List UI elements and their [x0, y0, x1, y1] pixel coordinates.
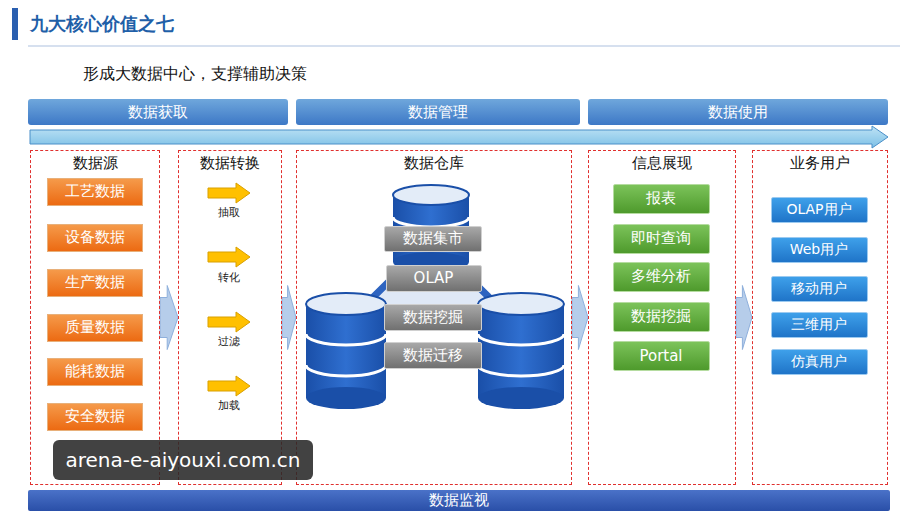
page-title: 九大核心价值之七 — [30, 12, 174, 36]
box-label: 数据挖掘 — [631, 307, 691, 326]
flow-arrow — [160, 286, 178, 350]
user-box: 仿真用户 — [771, 349, 868, 375]
region-heading: 数据源 — [73, 154, 118, 173]
process-arrow — [30, 126, 888, 148]
flow-arrow — [282, 286, 296, 350]
region-heading: 信息展现 — [632, 154, 692, 173]
box-label: OLAP — [414, 269, 454, 287]
user-box: 三维用户 — [771, 312, 868, 338]
yellow-arrow — [208, 312, 250, 332]
box-label: 质量数据 — [65, 318, 125, 337]
source-box: 质量数据 — [47, 314, 143, 342]
box-label: 数据挖掘 — [403, 308, 463, 327]
group-region: 信息展现报表即时查询多维分析数据挖掘 Portal — [588, 150, 736, 485]
box-label: 多维分析 — [631, 267, 691, 286]
user-box: Web用户 — [771, 237, 868, 263]
source-box: 生产数据 — [47, 269, 143, 297]
stage-band: 数据使用 — [588, 99, 888, 125]
box-label: 设备数据 — [65, 228, 125, 247]
title-bar — [12, 8, 18, 40]
source-box: 能耗数据 — [47, 358, 143, 386]
display-box: Portal — [613, 341, 710, 371]
yellow-arrow — [208, 376, 250, 396]
user-box: 移动用户 — [771, 276, 868, 302]
region-heading: 数据仓库 — [404, 154, 464, 173]
flow-arrow — [572, 286, 588, 350]
warehouse-box: 数据迁移 — [384, 342, 482, 369]
box-label: 安全数据 — [65, 407, 125, 426]
display-box: 报表 — [613, 184, 710, 214]
box-label: 生产数据 — [65, 273, 125, 292]
box-label: 数据使用 — [708, 103, 768, 122]
source-box: 安全数据 — [47, 403, 143, 431]
display-box: 多维分析 — [613, 262, 710, 292]
box-label: OLAP用户 — [786, 201, 851, 219]
box-label: 数据监视 — [429, 491, 489, 510]
region-heading: 数据转换 — [200, 154, 260, 173]
warehouse-box: 数据集市 — [384, 226, 482, 252]
watermark: arena-e-aiyouxi.com.cn — [53, 440, 312, 480]
monitor-band: 数据监视 — [28, 490, 890, 511]
database-cylinder — [478, 293, 564, 409]
display-box: 即时查询 — [613, 224, 710, 254]
step-label: 加载 — [218, 398, 240, 413]
yellow-arrow — [208, 247, 250, 267]
group-region: 业务用户 OLAP用户 Web用户移动用户三维用户仿真用户 — [752, 150, 888, 485]
box-label: Web用户 — [790, 241, 849, 259]
box-label: Portal — [639, 347, 682, 365]
box-label: 移动用户 — [791, 280, 847, 298]
yellow-arrow — [208, 183, 250, 203]
source-box: 工艺数据 — [47, 178, 143, 206]
box-label: 仿真用户 — [791, 353, 847, 371]
box-label: 数据迁移 — [403, 346, 463, 365]
subtitle: 形成大数据中心，支撑辅助决策 — [83, 64, 307, 85]
box-label: 能耗数据 — [65, 362, 125, 381]
box-label: 数据集市 — [403, 229, 463, 248]
display-box: 数据挖掘 — [613, 302, 710, 332]
stage-band: 数据管理 — [296, 99, 580, 125]
group-region: 数据转换 — [178, 150, 282, 485]
warehouse-box: OLAP — [386, 265, 482, 292]
stage-band: 数据获取 — [28, 99, 288, 125]
warehouse-box: 数据挖掘 — [384, 304, 482, 331]
title-rule — [28, 45, 900, 47]
region-heading: 业务用户 — [790, 154, 850, 173]
box-label: 即时查询 — [631, 229, 691, 248]
source-box: 设备数据 — [47, 224, 143, 252]
box-label: 三维用户 — [791, 316, 847, 334]
group-region: 数据仓库数据集市 OLAP 数据挖掘数据迁移 — [296, 150, 572, 485]
database-cylinder — [306, 293, 386, 409]
user-box: OLAP用户 — [771, 197, 868, 223]
step-label: 抽取 — [218, 205, 240, 220]
box-label: 工艺数据 — [65, 182, 125, 201]
step-label: 过滤 — [218, 334, 240, 349]
step-label: 转化 — [218, 270, 240, 285]
box-label: 报表 — [646, 189, 676, 208]
box-label: 数据管理 — [408, 103, 468, 122]
group-region: 数据源工艺数据设备数据生产数据质量数据能耗数据安全数据 — [30, 150, 160, 485]
box-label: 数据获取 — [128, 103, 188, 122]
flow-arrow — [736, 286, 752, 350]
